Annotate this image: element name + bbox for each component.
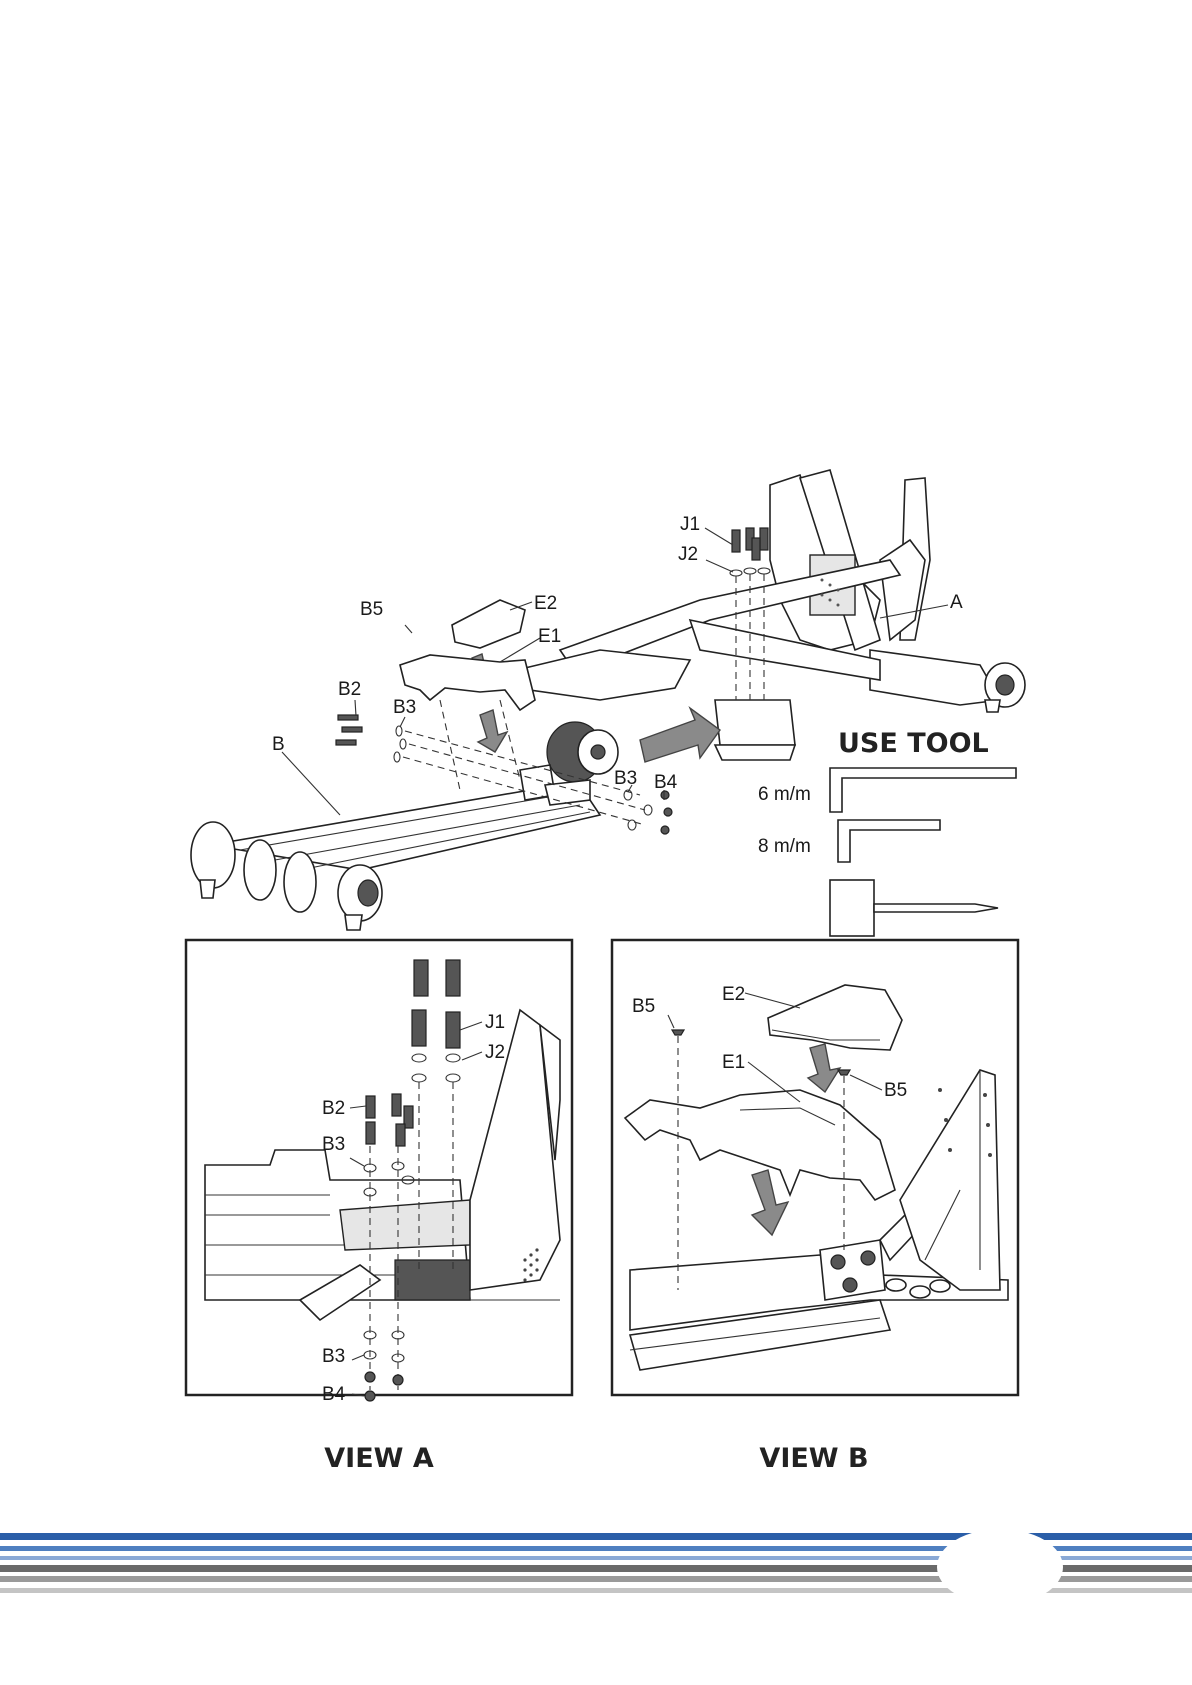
- view-b-caption: VIEW B: [759, 1443, 868, 1474]
- j1-bolts-top: [730, 528, 770, 700]
- view-b-label-e1: E1: [722, 1052, 745, 1073]
- label-e1: E1: [538, 626, 561, 647]
- screwdriver-icon: [830, 880, 998, 936]
- label-j1: J1: [680, 514, 700, 535]
- wrench-6-label: 6 m/m: [758, 784, 811, 805]
- view-a-label-b2: B2: [322, 1098, 345, 1119]
- view-a-label-b3: B3: [322, 1134, 345, 1155]
- view-b-label-b5-right: B5: [884, 1080, 907, 1101]
- view-b-panel: B5 E2 E1 B5: [612, 940, 1018, 1395]
- label-b: B: [272, 734, 285, 755]
- label-b5: B5: [360, 599, 383, 620]
- page-number-badge: [938, 1530, 1062, 1604]
- base-b: [191, 765, 600, 930]
- view-a-panel: J1 J2 B2 B3 B3 B4: [186, 940, 572, 1405]
- label-b3: B3: [393, 697, 416, 718]
- view-b-label-b5: B5: [632, 996, 655, 1017]
- label-b3-right: B3: [614, 768, 637, 789]
- view-a-label-j2: J2: [485, 1042, 505, 1063]
- b3-b4-right: [624, 790, 672, 834]
- label-b4: B4: [654, 772, 678, 793]
- hex-wrench-6-icon: [830, 768, 1016, 812]
- view-a-label-j1: J1: [485, 1012, 505, 1033]
- hex-wrench-8-icon: [838, 820, 940, 862]
- view-a-caption: VIEW A: [324, 1443, 434, 1474]
- label-j2: J2: [678, 544, 698, 565]
- view-a-label-b4: B4: [322, 1384, 346, 1405]
- main-assembly: B B2 B3 B5 E2 E1 J1 J2 A B3 B4: [191, 470, 1025, 930]
- tool-panel: USE TOOL 6 m/m 8 m/m: [758, 728, 1016, 936]
- label-b2: B2: [338, 679, 361, 700]
- view-a-label-b3-lower: B3: [322, 1346, 345, 1367]
- view-b-label-e2: E2: [722, 984, 745, 1005]
- cover-e1: [400, 655, 535, 752]
- use-tool-title: USE TOOL: [838, 728, 989, 759]
- wrench-8-label: 8 m/m: [758, 836, 811, 857]
- label-e2: E2: [534, 593, 557, 614]
- label-a: A: [950, 592, 963, 613]
